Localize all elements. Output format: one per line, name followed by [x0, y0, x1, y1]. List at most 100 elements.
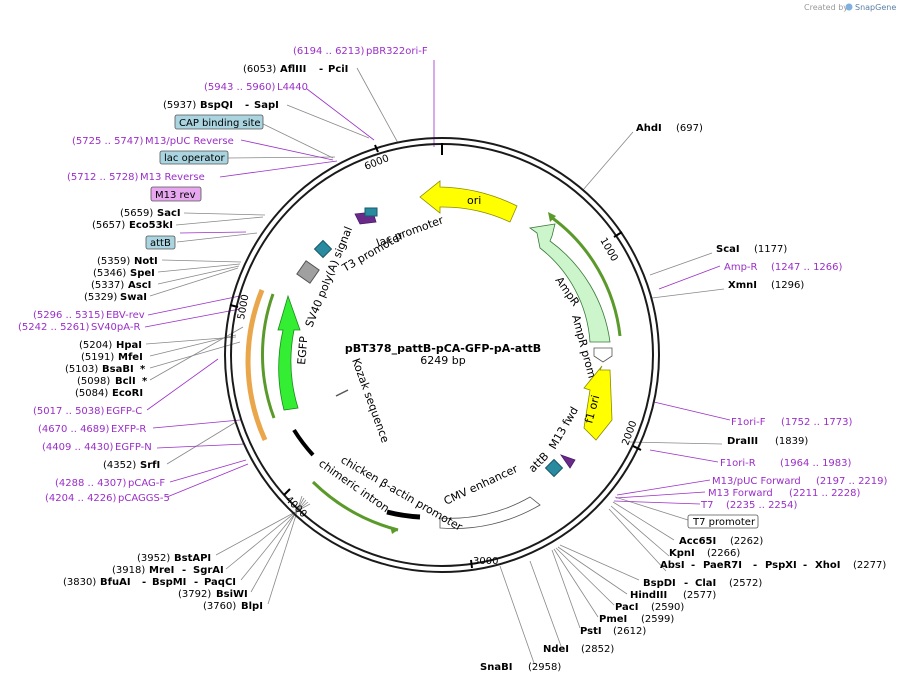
site-afliii-pos: (6053): [243, 64, 276, 75]
site-acc65i: Acc65I: [679, 536, 716, 547]
primer-ebvrev-pos: (5296 .. 5315): [33, 310, 105, 321]
credit-brand: SnapGene: [855, 3, 896, 12]
site-bspqi-sep: -: [245, 100, 249, 111]
attb-box-label: attB: [150, 238, 171, 249]
site-mrei: MreI: [149, 565, 174, 576]
site-kpni-pos: (2266): [707, 548, 740, 559]
m13-rev-box: [150, 186, 202, 202]
cmv-enhancer-label: CMV enhancer: [442, 462, 520, 508]
site-spei-pos: (5346): [93, 268, 126, 279]
primer-m13reverse-pos: (5712 .. 5728): [67, 172, 139, 183]
site-scai-pos: (1177): [754, 244, 787, 255]
site-absi-sep1: -: [691, 560, 695, 571]
primer-f1ori-f-pos: (1752 .. 1773): [781, 417, 853, 428]
site-acc65i-pos: (2262): [730, 536, 763, 547]
tick-2000: 2000: [620, 419, 639, 447]
plasmid-name: pBT378_pattB-pCA-GFP-pA-attB: [345, 342, 541, 355]
credit-prefix: Created by: [804, 3, 848, 12]
lac-operator-box: [159, 150, 229, 165]
cmv-enhancer-arrow: [439, 496, 541, 529]
site-bstapi-pos: (3952): [137, 553, 170, 564]
site-mfei-pos: (5191): [81, 352, 114, 363]
primer-pcagf-pos: (4288 .. 4307): [55, 478, 127, 489]
primer-t7: T7: [700, 500, 713, 511]
site-pcii: PciI: [328, 64, 348, 75]
primer-l4440-pos: (5943 .. 5960): [204, 82, 276, 93]
tick-3000: 3000: [473, 556, 498, 567]
site-snabi-pos: (2958): [528, 662, 561, 673]
leader-lines: [145, 67, 725, 664]
ori-arrow: [419, 180, 518, 223]
site-ahdi: AhdI: [636, 123, 662, 134]
site-bfuai-sep1: -: [142, 577, 146, 588]
primer-pcaggs5-pos: (4204 .. 4226): [45, 493, 117, 504]
site-draiii-pos: (1839): [775, 436, 808, 447]
attb-left-box: [313, 239, 333, 259]
ampr-green-arc: [550, 215, 622, 337]
site-bspdi: BspDI: [643, 578, 676, 589]
chimeric-intron-arc: [311, 480, 399, 532]
site-pmei: PmeI: [599, 614, 627, 625]
site-afliii: AflIII: [280, 64, 306, 75]
primer-ebvrev: EBV-rev: [106, 310, 145, 321]
kozak-bar: [292, 428, 315, 457]
chicken-promoter-bar: [386, 509, 421, 520]
site-bcli-pos: (5098): [77, 376, 110, 387]
site-hindiii-pos: (2577): [683, 590, 716, 601]
site-srfi: SrfI: [140, 460, 160, 471]
t7-promoter-label: T7 promoter: [692, 517, 756, 528]
chimeric-intron-arrowhead: [390, 526, 398, 534]
site-srfi-pos: (4352): [103, 460, 136, 471]
primer-exfpr-pos: (4670 .. 4689): [38, 424, 110, 435]
site-blpi-pos: (3760): [203, 601, 236, 612]
primer-sv40pa-pos: (5242 .. 5261): [18, 322, 90, 333]
site-eco53ki-pos: (5657): [92, 220, 125, 231]
site-ndei: NdeI: [543, 644, 569, 655]
site-mrei-sep: -: [182, 565, 186, 576]
primer-egfpn: EGFP-N: [115, 442, 152, 453]
primer-sv40pa: SV40pA-R: [91, 322, 140, 333]
site-sgrai: SgrAI: [193, 565, 224, 576]
egfp-arrow: [277, 294, 301, 411]
f1-ori-arrow: [583, 365, 613, 441]
site-psti: PstI: [580, 626, 602, 637]
kozak-label: Kozak sequence: [349, 357, 392, 445]
site-ahdi-pos: (697): [676, 123, 703, 134]
site-blpi: BlpI: [241, 601, 263, 612]
site-bcli: BclI: [115, 376, 136, 387]
site-bstapi: BstAPI: [174, 553, 211, 564]
primer-egfpn-pos: (4409 .. 4430): [42, 442, 114, 453]
site-paqci: PaqCI: [204, 577, 236, 588]
site-bsiwi-pos: (3792): [178, 589, 211, 600]
primer-egfpc-pos: (5017 .. 5038): [33, 406, 105, 417]
primer-m13puc-forward: M13/pUC Forward: [712, 476, 801, 487]
m13-fwd-label: M13 fwd: [546, 405, 581, 452]
primer-m13puc-forward-pos: (2197 .. 2219): [816, 476, 888, 487]
primer-f1ori-f: F1ori-F: [731, 417, 766, 428]
tick-1000: 1000: [597, 236, 619, 264]
site-mrei-pos: (3918): [112, 565, 145, 576]
m13-fwd-arrow: [559, 454, 576, 469]
site-sapi: SapI: [254, 100, 279, 111]
site-bspqi: BspQI: [200, 100, 233, 111]
site-eco53ki: Eco53kI: [129, 220, 173, 231]
ampr-green-arrowhead: [548, 212, 556, 222]
site-bsiwi: BsiWI: [216, 589, 248, 600]
lac-promoter-label: lac promoter: [375, 213, 446, 249]
egfp-green-arc: [260, 293, 276, 419]
site-bspdi-pos: (2572): [729, 578, 762, 589]
site-xmni-pos: (1296): [771, 280, 804, 291]
site-paci: PacI: [615, 602, 638, 613]
site-paci-pos: (2590): [651, 602, 684, 613]
primer-l4440: L4440: [277, 82, 308, 93]
kozak-tick: [335, 389, 349, 397]
site-psti-pos: (2612): [613, 626, 646, 637]
site-ndei-pos: (2852): [581, 644, 614, 655]
tick-5000: 5000: [236, 294, 251, 321]
primer-pbr322: pBR322ori-F: [366, 46, 428, 57]
site-swai-pos: (5329): [84, 292, 117, 303]
primer-exfpr: EXFP-R: [111, 424, 146, 435]
primer-pbr322-pos: (6194 .. 6213): [293, 46, 365, 57]
site-xhoi: XhoI: [815, 560, 840, 571]
snapgene-logo-icon: [845, 3, 853, 11]
